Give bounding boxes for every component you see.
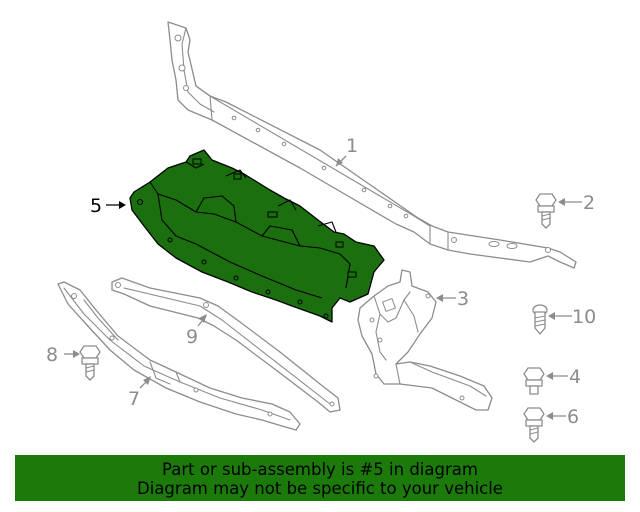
fastener-4-bolt[interactable] <box>523 367 545 395</box>
fastener-6-bolt[interactable] <box>523 407 545 443</box>
info-banner: Part or sub-assembly is #5 in diagram Di… <box>15 455 625 501</box>
banner-line-2: Diagram may not be specific to your vehi… <box>137 479 503 498</box>
part-9-lower-bar[interactable] <box>111 277 341 413</box>
leader-lines <box>64 155 582 420</box>
callout-5[interactable]: 5 <box>90 195 102 217</box>
callout-3[interactable]: 3 <box>457 288 469 310</box>
callout-2[interactable]: 2 <box>583 192 595 214</box>
fastener-2-bolt[interactable] <box>535 193 557 229</box>
callout-8[interactable]: 8 <box>46 344 58 366</box>
callout-1[interactable]: 1 <box>346 135 358 157</box>
banner-line-1: Part or sub-assembly is #5 in diagram <box>162 460 478 479</box>
callout-10[interactable]: 10 <box>572 306 596 328</box>
callout-7[interactable]: 7 <box>128 388 140 410</box>
part-7-lower-support[interactable] <box>57 281 301 431</box>
part-3-bracket[interactable] <box>357 269 493 411</box>
callout-6[interactable]: 6 <box>567 406 579 428</box>
fastener-10-screw[interactable] <box>532 304 548 335</box>
part-1-upper-tie-bar[interactable] <box>167 21 577 269</box>
callout-9[interactable]: 9 <box>186 326 198 348</box>
part-5-deflector-highlighted[interactable] <box>129 149 385 323</box>
parts-diagram: 1 2 3 4 5 6 7 8 9 10 <box>46 21 596 443</box>
fastener-8-bolt[interactable] <box>79 345 101 381</box>
callout-4[interactable]: 4 <box>569 366 581 388</box>
